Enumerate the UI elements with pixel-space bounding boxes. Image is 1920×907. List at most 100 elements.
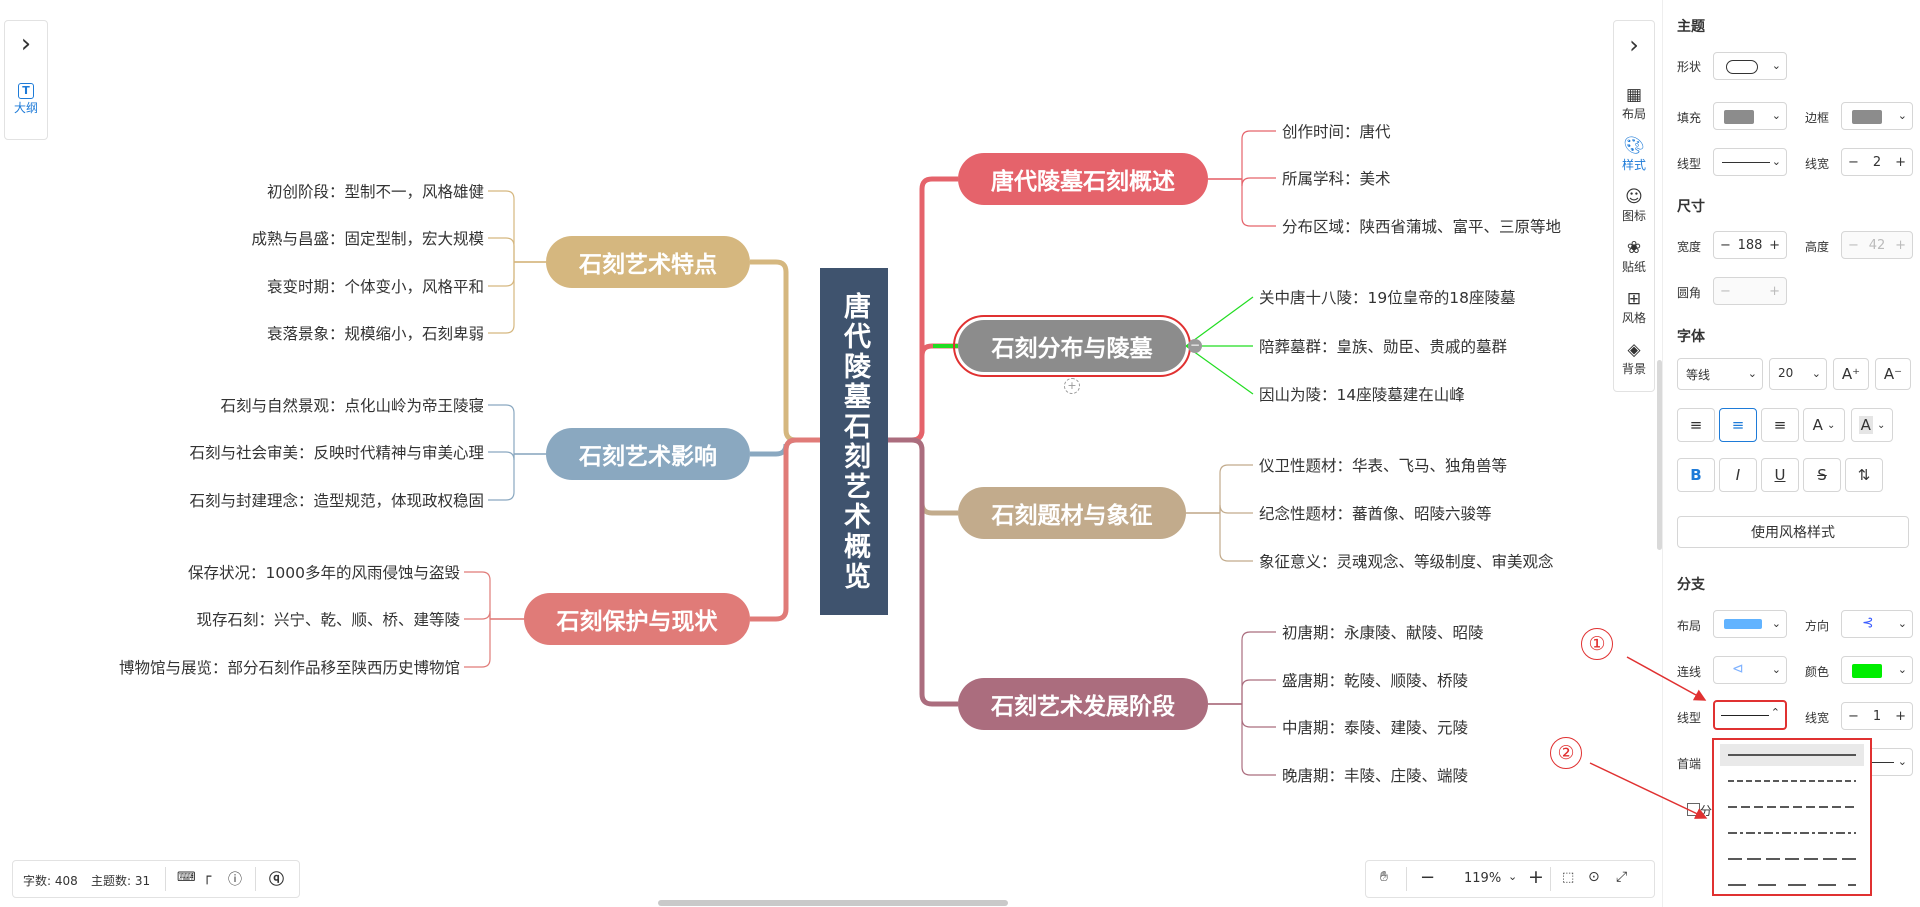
- font-color-button[interactable]: A⌄: [1803, 408, 1845, 442]
- line-style-option-dash-dot[interactable]: [1720, 822, 1864, 844]
- subtopic[interactable]: 分布区域：陕西省蒲城、富平、三原等地: [1282, 218, 1562, 236]
- line-style-option-solid[interactable]: [1720, 744, 1864, 766]
- toolbar-style[interactable]: 🎨︎样式: [1614, 136, 1654, 173]
- subtopic[interactable]: 衰落景象：规模缩小，石刻卑弱: [266, 325, 484, 343]
- outline-button[interactable]: T 大纲: [5, 83, 47, 116]
- branch-topic[interactable]: 石刻艺术发展阶段: [958, 678, 1208, 730]
- subtopic[interactable]: 创作时间：唐代: [1282, 123, 1391, 141]
- fullscreen-icon[interactable]: ⤢: [1616, 869, 1628, 885]
- branch-topic[interactable]: 石刻分布与陵墓: [953, 315, 1191, 377]
- toolbar-background[interactable]: ◈背景: [1614, 340, 1654, 377]
- fill-color-select[interactable]: ⌄: [1713, 102, 1787, 130]
- subtopic[interactable]: 因山为陵：14座陵墓建在山峰: [1259, 386, 1465, 404]
- line-style-option-dash-long[interactable]: [1720, 848, 1864, 870]
- chevron-down-icon[interactable]: ⌄: [1508, 870, 1518, 883]
- checkbox[interactable]: [1687, 803, 1700, 816]
- font-shrink-button[interactable]: A⁻: [1875, 358, 1911, 390]
- branch-layout-select[interactable]: ⌄: [1713, 610, 1787, 638]
- zoom-level[interactable]: 119%: [1464, 871, 1502, 886]
- sort-button[interactable]: ⇅: [1845, 458, 1883, 492]
- branch-color-select[interactable]: ⌄: [1841, 656, 1913, 684]
- minus-icon[interactable]: −: [1720, 237, 1731, 253]
- border-color-select[interactable]: ⌄: [1841, 102, 1913, 130]
- line-style-option-dash-medium[interactable]: [1720, 796, 1864, 818]
- toolbar-theme[interactable]: ⊞风格: [1614, 289, 1654, 326]
- subtopic[interactable]: 初唐期：永康陵、献陵、昭陵: [1282, 624, 1484, 642]
- locate-icon[interactable]: ⊙: [1588, 869, 1600, 885]
- branch-topic[interactable]: 石刻艺术影响: [546, 428, 750, 480]
- mindmap-canvas[interactable]: 唐代陵墓石刻艺术概览 唐代陵墓石刻概述 创作时间：唐代所属学科：美术分布区域：陕西…: [0, 0, 1660, 907]
- subtopic[interactable]: 石刻与封建理念：造型规范，体现政权稳固: [189, 492, 484, 510]
- line-style-option-dash-dense[interactable]: [1720, 770, 1864, 792]
- align-left-button[interactable]: ≡: [1677, 408, 1715, 442]
- info-icon[interactable]: ⓘ: [228, 872, 242, 888]
- plus-icon[interactable]: +: [1769, 237, 1780, 253]
- branch-topic[interactable]: 石刻题材与象征: [958, 487, 1186, 539]
- bold-button[interactable]: B: [1677, 458, 1715, 492]
- vertical-scrollbar[interactable]: [1657, 360, 1662, 550]
- minus-icon[interactable]: −: [1848, 154, 1859, 170]
- subtopic[interactable]: 陪葬墓群：皇族、勋臣、贵戚的墓群: [1259, 338, 1508, 356]
- toolbar-icons[interactable]: ☺图标: [1614, 187, 1654, 224]
- shape-select[interactable]: ⌄: [1713, 52, 1787, 80]
- subtopic[interactable]: 保存状况：1000多年的风雨侵蚀与盗毁: [188, 564, 460, 582]
- subtopic[interactable]: 象征意义：灵魂观念、等级制度、审美观念: [1259, 553, 1554, 571]
- subtopic[interactable]: 博物馆与展览：部分石刻作品移至陕西历史博物馆: [118, 659, 460, 677]
- subtopic[interactable]: 现存石刻：兴宁、乾、顺、桥、建等陵: [196, 611, 460, 629]
- subtopic[interactable]: 成熟与昌盛：固定型制，宏大规模: [251, 230, 484, 248]
- line-width-stepper[interactable]: −2+: [1841, 148, 1913, 176]
- subtopic[interactable]: 中唐期：泰陵、建陵、元陵: [1282, 719, 1469, 737]
- zoom-out-button[interactable]: −: [1420, 867, 1436, 888]
- help-icon[interactable]: ⓠ: [269, 870, 285, 888]
- hand-tool-icon[interactable]: ✋︎: [1380, 869, 1388, 885]
- plus-icon[interactable]: +: [1895, 708, 1906, 724]
- subtopic[interactable]: 关中唐十八陵：19位皇帝的18座陵墓: [1259, 289, 1516, 307]
- horizontal-scrollbar[interactable]: [658, 900, 1008, 906]
- font-bg-button[interactable]: A⌄: [1851, 408, 1893, 442]
- branch-topic[interactable]: 石刻艺术特点: [546, 236, 750, 288]
- font-size-select[interactable]: 20 ⌄: [1769, 358, 1827, 390]
- underline-button[interactable]: U: [1761, 458, 1799, 492]
- layout-toggle-icon[interactable]: ┌: [203, 869, 212, 885]
- keyboard-icon[interactable]: ⌨: [177, 870, 196, 885]
- line-type-select[interactable]: ⌄: [1713, 148, 1787, 176]
- checkbox-row[interactable]: 分: [1687, 802, 1712, 819]
- apply-theme-style-button[interactable]: 使用风格样式: [1677, 516, 1909, 548]
- add-child-icon[interactable]: +: [1064, 378, 1080, 394]
- align-center-button[interactable]: ≡: [1719, 408, 1757, 442]
- subtopic[interactable]: 初创阶段：型制不一，风格雄健: [266, 183, 484, 201]
- subtopic[interactable]: 所属学科：美术: [1282, 170, 1391, 188]
- subtopic[interactable]: 石刻与社会审美：反映时代精神与审美心理: [189, 444, 484, 462]
- branch-topic[interactable]: 石刻保护与现状: [524, 593, 750, 645]
- subtopic[interactable]: 石刻与自然景观：点化山岭为帝王陵寝: [220, 397, 484, 415]
- plus-icon[interactable]: +: [1895, 154, 1906, 170]
- width-stepper[interactable]: −188+: [1713, 231, 1787, 259]
- font-family-select[interactable]: 等线 ⌄: [1677, 358, 1763, 390]
- minus-icon[interactable]: −: [1848, 708, 1859, 724]
- chevron-right-icon[interactable]: ›: [20, 29, 32, 59]
- subtopic[interactable]: 衰变时期：个体变小，风格平和: [266, 278, 484, 296]
- italic-button[interactable]: I: [1719, 458, 1757, 492]
- align-right-button[interactable]: ≡: [1761, 408, 1799, 442]
- subtopic[interactable]: 晚唐期：丰陵、庄陵、端陵: [1282, 767, 1469, 785]
- collapse-node-icon[interactable]: −: [1188, 338, 1202, 353]
- line-style-option-dash-xlong[interactable]: [1720, 874, 1864, 896]
- font-grow-button[interactable]: A⁺: [1833, 358, 1869, 390]
- strikethrough-button[interactable]: S: [1803, 458, 1841, 492]
- branch-line-type-select[interactable]: ⌃: [1713, 700, 1787, 730]
- root-topic[interactable]: 唐代陵墓石刻艺术概览: [820, 268, 888, 615]
- connector-select[interactable]: ⊲ ⌄: [1713, 656, 1787, 684]
- toolbar-sticker[interactable]: ❀贴纸: [1614, 238, 1654, 275]
- subtopic[interactable]: 仪卫性题材：华表、飞马、独角兽等: [1259, 457, 1508, 475]
- subtopic[interactable]: 纪念性题材：蕃酋像、昭陵六骏等: [1259, 505, 1492, 523]
- zoom-bar: ✋︎ − 119% ⌄ + ⬚ ⊙ ⤢: [1365, 860, 1655, 898]
- subtopic[interactable]: 盛唐期：乾陵、顺陵、桥陵: [1282, 672, 1469, 690]
- branch-connectors: [464, 130, 1276, 776]
- branch-line-width-stepper[interactable]: −1+: [1841, 702, 1913, 730]
- branch-topic[interactable]: 唐代陵墓石刻概述: [958, 153, 1208, 205]
- fit-screen-icon[interactable]: ⬚: [1562, 870, 1575, 885]
- toolbar-layout[interactable]: ▦布局: [1614, 85, 1654, 122]
- zoom-in-button[interactable]: +: [1528, 866, 1544, 888]
- collapse-panel-chevron-icon[interactable]: ›: [1629, 31, 1639, 59]
- direction-select[interactable]: ⊰ ⌄: [1841, 610, 1913, 638]
